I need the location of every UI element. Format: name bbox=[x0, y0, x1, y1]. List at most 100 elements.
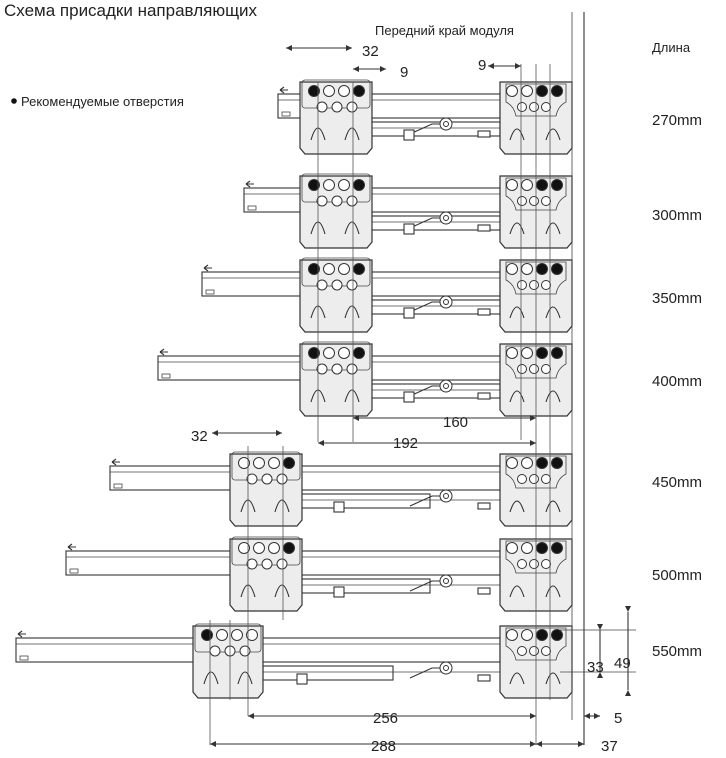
arrow-head bbox=[353, 415, 359, 421]
arrow-head bbox=[346, 45, 352, 51]
roller-arm bbox=[409, 580, 442, 592]
mounting-hole bbox=[331, 363, 343, 375]
rear-mounting-block bbox=[299, 173, 373, 249]
legend-text: Рекомендуемые отверстия bbox=[21, 94, 184, 109]
block-window bbox=[505, 540, 567, 574]
slide-direction-arrow bbox=[245, 180, 254, 188]
recommended-hole bbox=[201, 629, 213, 641]
mounting-hole bbox=[276, 473, 288, 485]
mounting-hole bbox=[506, 457, 518, 469]
arrow-head bbox=[318, 440, 324, 446]
roller-axle bbox=[443, 383, 449, 389]
dim-line-32-top bbox=[286, 45, 352, 51]
rail-stop bbox=[247, 205, 257, 211]
rail-stop bbox=[205, 289, 215, 295]
mounting-hole bbox=[338, 179, 350, 191]
mounting-hole bbox=[506, 542, 518, 554]
mounting-hole bbox=[323, 263, 335, 275]
arrow-head bbox=[584, 713, 590, 719]
mounting-hole bbox=[246, 473, 258, 485]
drawer-slide-row-5 bbox=[109, 451, 573, 527]
mounting-hole bbox=[541, 196, 551, 206]
mounting-hole bbox=[331, 279, 343, 291]
mounting-hole bbox=[506, 263, 518, 275]
clip bbox=[403, 307, 415, 319]
mounting-hole bbox=[323, 85, 335, 97]
mounting-hole bbox=[338, 85, 350, 97]
dim-line-37 bbox=[536, 741, 584, 747]
rear-mounting-block bbox=[192, 623, 264, 699]
slide-rail bbox=[109, 465, 501, 491]
mounting-hole bbox=[268, 457, 280, 469]
mounting-hole bbox=[338, 263, 350, 275]
mounting-hole bbox=[517, 646, 527, 656]
recommended-hole bbox=[308, 263, 320, 275]
mounting-hole bbox=[541, 102, 551, 112]
front-mounting-block bbox=[499, 343, 573, 417]
mounting-hole bbox=[521, 457, 533, 469]
dim-line-32-mid bbox=[212, 430, 282, 436]
roller-axle bbox=[443, 299, 449, 305]
recommended-hole bbox=[551, 179, 563, 191]
mounting-hole bbox=[517, 280, 527, 290]
clip bbox=[477, 130, 491, 138]
arrow-head bbox=[248, 713, 254, 719]
recommended-hole bbox=[536, 85, 548, 97]
mounting-hole bbox=[253, 457, 265, 469]
length-label-350: 350mm bbox=[652, 290, 702, 307]
dim-32-mid: 32 bbox=[191, 428, 208, 445]
mounting-hole bbox=[517, 559, 527, 569]
fixing-arch bbox=[344, 127, 360, 141]
slide-direction-arrow bbox=[159, 348, 168, 356]
arrow-head bbox=[536, 741, 542, 747]
fixing-arch bbox=[545, 672, 561, 685]
block-window bbox=[505, 177, 567, 211]
mounting-hole bbox=[216, 629, 228, 641]
length-label-500: 500mm bbox=[652, 567, 702, 584]
front-mounting-block bbox=[499, 259, 573, 333]
recommended-hole bbox=[536, 457, 548, 469]
rail-stop bbox=[113, 483, 123, 489]
mounting-hole bbox=[529, 102, 539, 112]
mounting-hole bbox=[209, 645, 221, 657]
drawer-slide-row-1 bbox=[277, 79, 573, 155]
mounting-hole bbox=[541, 474, 551, 484]
mounting-hole bbox=[316, 279, 328, 291]
length-label-300: 300mm bbox=[652, 207, 702, 224]
recommended-hole bbox=[536, 179, 548, 191]
drawer-slide-row-3 bbox=[201, 257, 573, 333]
mounting-hole bbox=[529, 559, 539, 569]
dim-line-9-left bbox=[353, 66, 386, 72]
recommended-hole bbox=[353, 85, 365, 97]
clip bbox=[333, 586, 345, 598]
block-window bbox=[505, 345, 567, 379]
arrow-head bbox=[530, 440, 536, 446]
rear-mounting-block bbox=[299, 257, 373, 333]
mounting-hole bbox=[346, 363, 358, 375]
arrow-head bbox=[212, 430, 218, 436]
mounting-hole bbox=[529, 646, 539, 656]
dim-line-160 bbox=[353, 415, 536, 421]
mounting-hole bbox=[323, 347, 335, 359]
arrow-head bbox=[515, 63, 521, 69]
mounting-hole bbox=[316, 195, 328, 207]
roller-arm bbox=[409, 301, 442, 313]
clip bbox=[403, 391, 415, 403]
mounting-hole bbox=[316, 363, 328, 375]
roller-arm bbox=[409, 123, 442, 135]
roller-axle bbox=[443, 215, 449, 221]
slide-direction-arrow bbox=[17, 630, 26, 638]
recommended-hole bbox=[536, 263, 548, 275]
mounting-hole bbox=[541, 646, 551, 656]
mounting-hole bbox=[346, 279, 358, 291]
mounting-hole bbox=[231, 629, 243, 641]
slide-direction-arrow bbox=[111, 458, 120, 466]
dim-33: 33 bbox=[587, 659, 604, 676]
fixing-arch bbox=[509, 390, 525, 403]
arrow-head bbox=[578, 741, 584, 747]
roller-axle bbox=[443, 121, 449, 127]
rear-mounting-block bbox=[229, 536, 303, 612]
mounting-hole bbox=[276, 558, 288, 570]
recommended-hole bbox=[283, 457, 295, 469]
fixing-arch bbox=[344, 389, 360, 403]
